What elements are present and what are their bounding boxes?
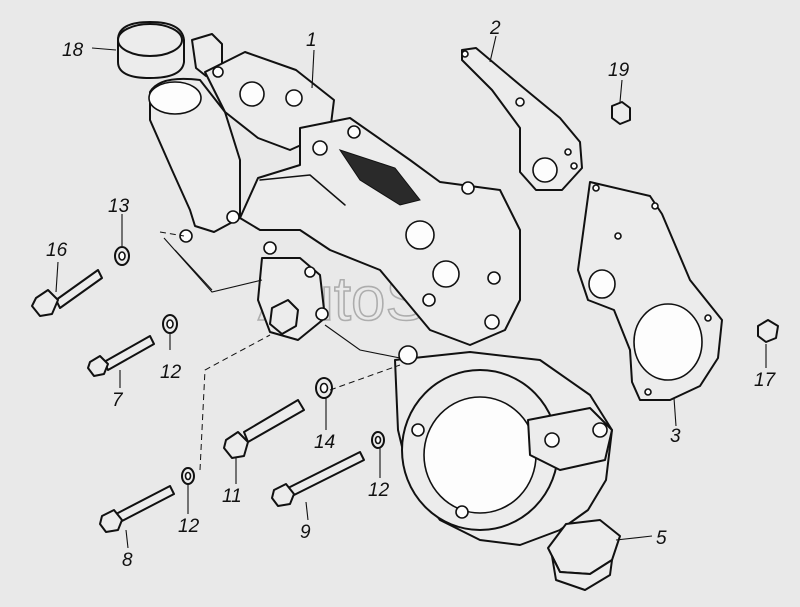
callout-16: 16 (46, 240, 68, 261)
part-bracket (257, 257, 329, 341)
callout-2: 2 (489, 18, 501, 39)
part-1-housing (148, 33, 521, 346)
part-8-bolt (99, 485, 175, 533)
callout-12b: 12 (178, 516, 200, 537)
washer-14 (315, 377, 333, 399)
washer-12-lower (181, 467, 195, 485)
part-7-bolt (87, 335, 155, 377)
callout-11: 11 (222, 486, 242, 507)
callout-1: 1 (306, 30, 317, 51)
callout-17: 17 (754, 370, 777, 391)
callout-5: 5 (656, 528, 667, 549)
part-5-plug (547, 519, 621, 591)
callout-12a: 12 (160, 362, 182, 383)
assembly-lines (159, 231, 401, 471)
callout-13: 13 (108, 196, 130, 217)
callout-7: 7 (112, 390, 124, 411)
callout-8: 8 (122, 550, 133, 571)
part-11-bolt (223, 399, 305, 459)
callout-3: 3 (670, 426, 681, 447)
part-18-cap (117, 21, 185, 79)
part-17-nut (757, 319, 779, 343)
washer-12-upper (162, 314, 178, 334)
part-3-gasket (577, 181, 723, 401)
leader-lines (55, 35, 767, 549)
callout-18: 18 (62, 40, 84, 61)
callout-12c: 12 (368, 480, 390, 501)
part-19-nut (611, 101, 631, 125)
callout-9: 9 (300, 522, 311, 543)
washer-13 (114, 246, 130, 266)
callout-labels: 18 1 2 19 13 16 12 7 11 12 8 9 12 14 3 1… (46, 18, 777, 571)
callout-19: 19 (608, 60, 630, 81)
callout-14: 14 (314, 432, 335, 453)
part-9-bolt (271, 451, 365, 507)
washer-12-right (371, 431, 385, 449)
part-2-plate (461, 47, 583, 191)
part-gear-cover (394, 345, 613, 546)
part-16-bolt (31, 269, 103, 317)
